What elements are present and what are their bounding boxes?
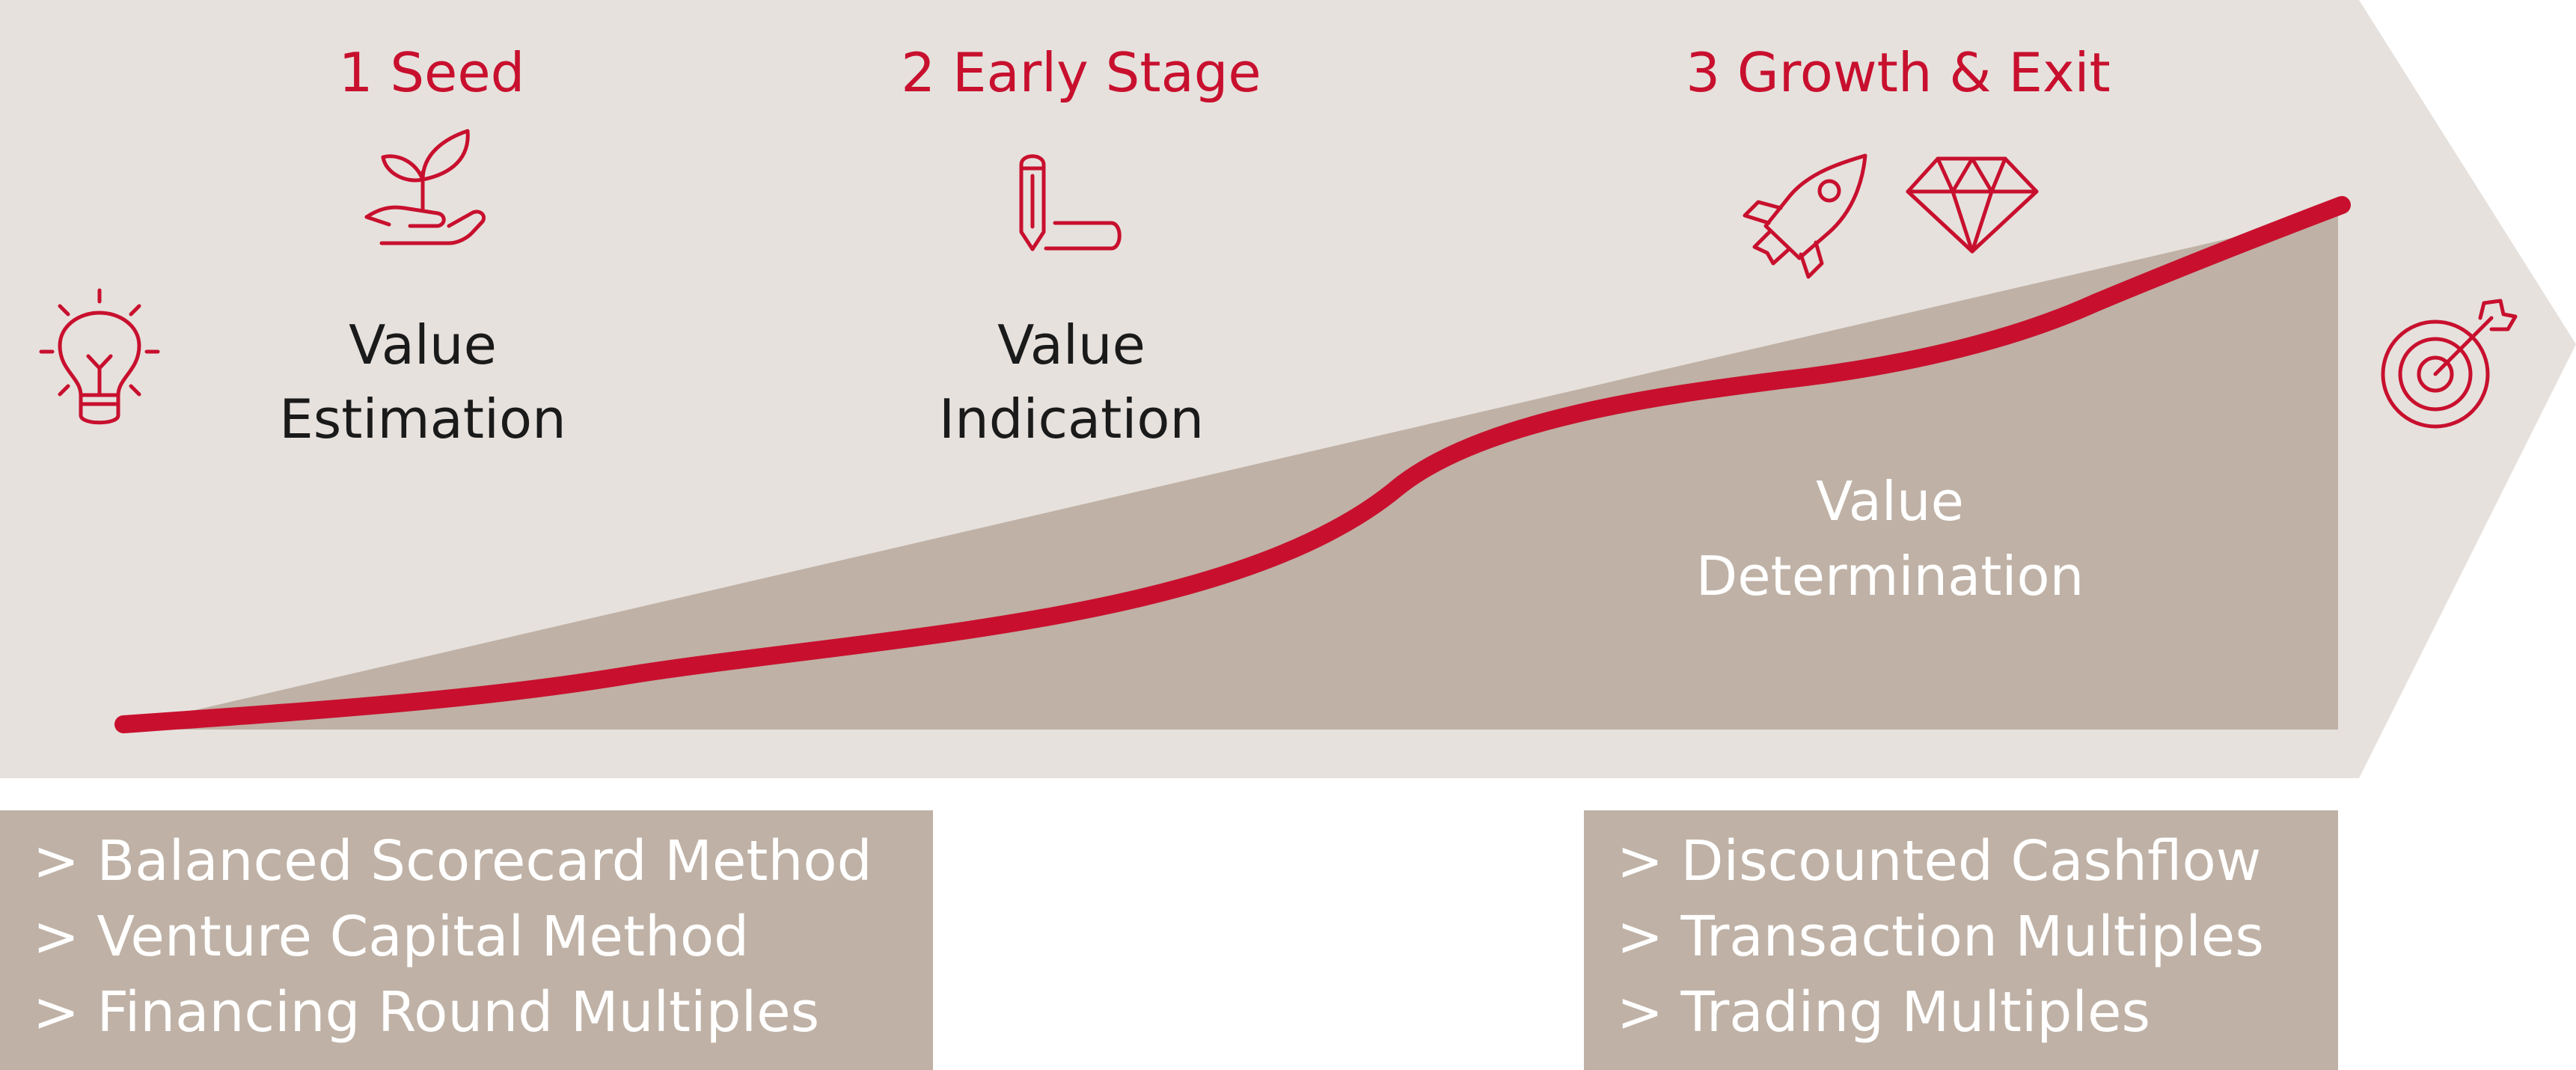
stage-3-value-label-line-2: Determination	[1696, 545, 2084, 608]
seed-stage-methods-box: > Balanced Scorecard Method > Venture Ca…	[0, 810, 933, 1070]
value-growth-curve	[114, 196, 2351, 733]
stage-3-title: 3 Growth & Exit	[1686, 41, 2111, 104]
method-item: > Transaction Multiples	[1617, 905, 2264, 969]
stage-2-value-label-line-1: Value	[997, 314, 1145, 376]
method-item: > Financing Round Multiples	[33, 980, 820, 1045]
target-icon	[2381, 299, 2518, 429]
stage-2-value-label-line-2: Indication	[939, 388, 1204, 450]
stage-2-title: 2 Early Stage	[901, 41, 1261, 104]
method-item: > Trading Multiples	[1617, 980, 2151, 1045]
method-item: > Venture Capital Method	[33, 905, 750, 969]
method-item: > Balanced Scorecard Method	[33, 829, 872, 893]
growth-stage-methods-box: > Discounted Cashflow > Transaction Mult…	[1584, 810, 2338, 1070]
lightbulb-icon	[39, 288, 160, 425]
rocket-icon	[1743, 153, 1867, 279]
stage-1-title: 1 Seed	[339, 41, 525, 104]
stage-3-value-label-line-1: Value	[1816, 470, 1964, 533]
pencil-icon	[1019, 154, 1122, 251]
seedling-in-hand-icon	[364, 129, 486, 245]
method-item: > Discounted Cashflow	[1617, 829, 2262, 893]
stage-1-value-label-line-1: Value	[349, 314, 497, 376]
diamond-icon	[1906, 156, 2039, 254]
value-wedge	[127, 213, 2338, 730]
stage-1-value-label-line-2: Estimation	[279, 388, 566, 450]
